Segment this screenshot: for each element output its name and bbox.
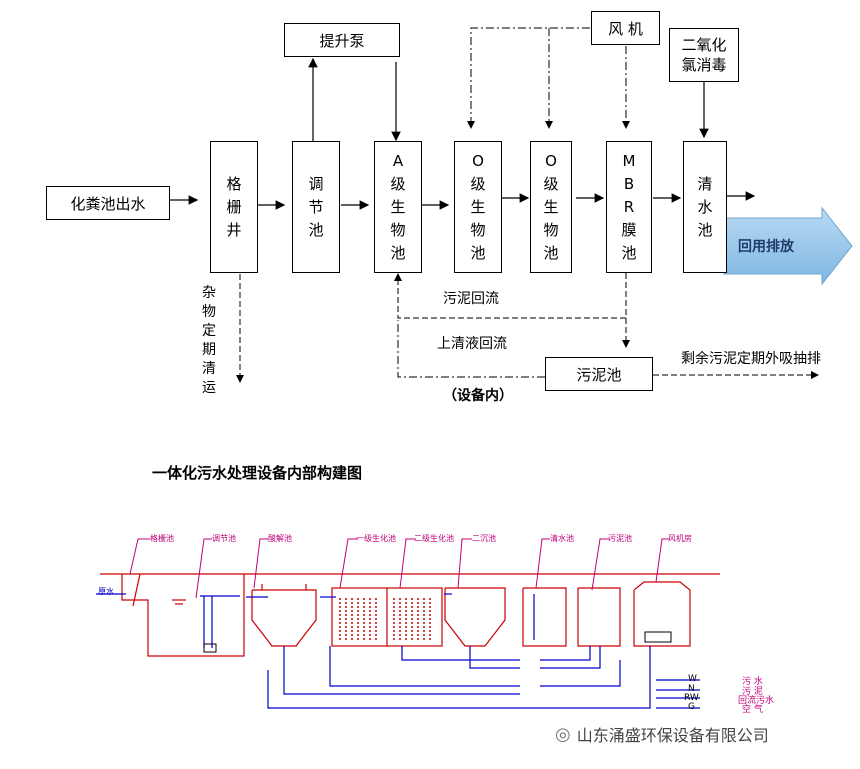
tank-char: 池 bbox=[697, 220, 713, 239]
tank-char: 生 bbox=[470, 197, 486, 216]
legend-code: N bbox=[688, 684, 695, 694]
o-bio-tank-2: O 级 生 物 池 bbox=[530, 141, 572, 273]
blower-label: 风 机 bbox=[608, 19, 643, 38]
drawing-label-bio2: 二级生化池 bbox=[414, 534, 454, 543]
tank-char: 生 bbox=[390, 197, 406, 216]
tank-char: 节 bbox=[308, 197, 324, 216]
legend-text: 回流污水 bbox=[738, 696, 775, 706]
drawing-label-regulating: 调节池 bbox=[212, 534, 236, 543]
pump-box: 提升泵 bbox=[284, 23, 400, 57]
regulating-tank: 调 节 池 bbox=[292, 141, 340, 273]
source-label: 化粪池出水 bbox=[70, 194, 146, 213]
sludge-return-label: 污泥回流 bbox=[443, 291, 499, 307]
legend-code: G bbox=[688, 702, 695, 712]
drawing-label-bio1: 一级生化池 bbox=[356, 534, 396, 543]
supernatant-return-label: 上清液回流 bbox=[437, 336, 507, 352]
grille-well: 格 栅 井 bbox=[210, 141, 258, 273]
disinfect-line-1: 二氧化 bbox=[681, 36, 727, 54]
tank-char: O bbox=[545, 151, 557, 170]
drawing-label-sedimentation: 二沉池 bbox=[472, 534, 496, 543]
debris-char: 定 bbox=[202, 323, 216, 339]
debris-char: 清 bbox=[202, 361, 216, 377]
tank-char: 池 bbox=[543, 243, 559, 262]
pump-label: 提升泵 bbox=[319, 31, 365, 50]
drawing-label-inlet: 原水 bbox=[98, 587, 114, 596]
drawing-label-blower-room: 风机房 bbox=[668, 534, 692, 543]
tank-char: 物 bbox=[470, 220, 486, 239]
tank-char: R bbox=[623, 197, 635, 216]
sludge-tank: 污泥池 bbox=[545, 357, 653, 391]
discharge-label: 回用排放 bbox=[738, 239, 794, 255]
tank-char: 物 bbox=[543, 220, 559, 239]
tank-char: 级 bbox=[390, 174, 406, 193]
tank-char: 生 bbox=[543, 197, 559, 216]
section-title: 一体化污水处理设备内部构建图 bbox=[152, 464, 363, 482]
watermark: ◎ 山东涌盛环保设备有限公司 bbox=[555, 722, 769, 746]
disinfect-box: 二氧化 氯消毒 bbox=[669, 28, 739, 82]
tank-char: 水 bbox=[697, 197, 713, 216]
clear-water-tank: 清 水 池 bbox=[683, 141, 727, 273]
disinfect-line-2: 氯消毒 bbox=[681, 56, 727, 74]
tank-char: 格 bbox=[226, 174, 242, 193]
tank-char: 物 bbox=[390, 220, 406, 239]
tank-char: O bbox=[472, 151, 484, 170]
a-bio-tank: A 级 生 物 池 bbox=[374, 141, 422, 273]
sludge-tank-label: 污泥池 bbox=[576, 365, 622, 384]
drawing-label-clear-water: 清水池 bbox=[550, 534, 574, 543]
tank-char: B bbox=[623, 174, 635, 193]
legend-text: 污 水 bbox=[742, 677, 763, 687]
debris-char: 杂 bbox=[202, 285, 216, 301]
tank-char: 池 bbox=[308, 220, 324, 239]
o-bio-tank-1: O 级 生 物 池 bbox=[454, 141, 502, 273]
equipment-inner-label: （设备内） bbox=[443, 388, 513, 404]
tank-char: 池 bbox=[390, 243, 406, 262]
debris-char: 期 bbox=[202, 342, 216, 358]
tank-char: 池 bbox=[621, 243, 637, 262]
legend-code: RW bbox=[684, 693, 699, 703]
source-box: 化粪池出水 bbox=[46, 186, 170, 220]
debris-char: 运 bbox=[202, 380, 216, 396]
mbr-membrane-tank: M B R 膜 池 bbox=[606, 141, 652, 273]
air-lines bbox=[467, 27, 630, 129]
tank-char: 清 bbox=[697, 174, 713, 193]
wechat-icon: ◎ bbox=[555, 723, 571, 745]
drawing-label-grille: 格栅池 bbox=[150, 534, 174, 543]
tank-char: M bbox=[622, 151, 636, 170]
debris-label: 杂 物 定 期 清 运 bbox=[200, 284, 218, 398]
tank-char: 栅 bbox=[226, 197, 242, 216]
tank-char: 膜 bbox=[621, 220, 637, 239]
tank-char: 级 bbox=[543, 174, 559, 193]
tank-char: 级 bbox=[470, 174, 486, 193]
return-lines bbox=[236, 273, 819, 383]
legend-text: 污 泥 bbox=[742, 687, 763, 697]
drawing-label-sludge: 污泥池 bbox=[608, 534, 632, 543]
main-flow-arrows bbox=[170, 57, 756, 210]
tank-char: A bbox=[392, 151, 404, 170]
watermark-text: 山东涌盛环保设备有限公司 bbox=[576, 726, 769, 745]
legend-code: W bbox=[688, 674, 697, 684]
blower-box: 风 机 bbox=[591, 11, 660, 45]
legend-text: 空 气 bbox=[742, 705, 763, 715]
tank-char: 井 bbox=[226, 220, 242, 239]
tank-char: 池 bbox=[470, 243, 486, 262]
debris-char: 物 bbox=[202, 304, 216, 320]
drawing-label-acid: 酸解池 bbox=[268, 534, 292, 543]
excess-sludge-label: 剩余污泥定期外吸抽排 bbox=[681, 351, 821, 367]
discharge-arrow bbox=[723, 206, 853, 286]
tank-char: 调 bbox=[308, 174, 324, 193]
